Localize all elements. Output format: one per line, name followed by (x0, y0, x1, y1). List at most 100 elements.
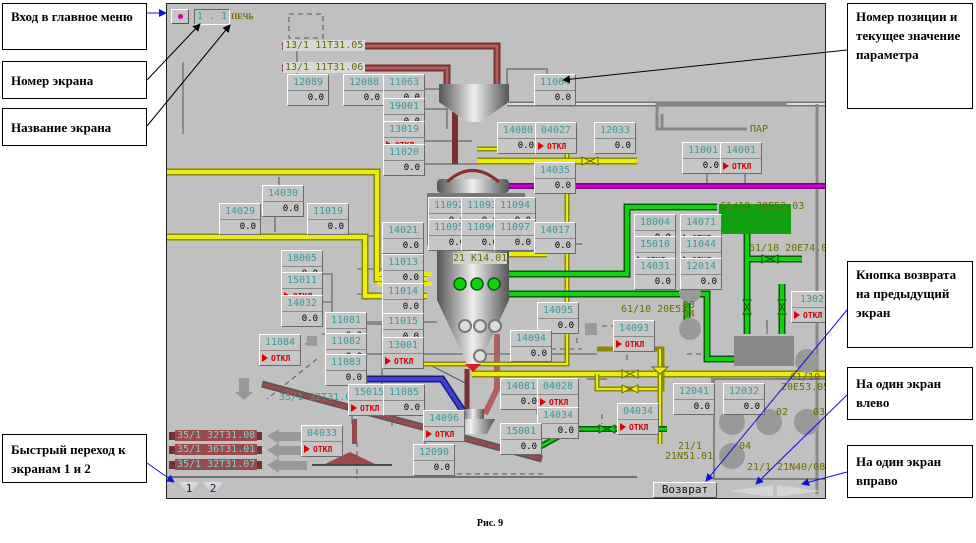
tag-value: 0.0 (702, 161, 719, 171)
tag-value: 0.0 (448, 238, 465, 248)
back-button[interactable]: Возврат (653, 482, 717, 498)
prev-screen-button[interactable] (729, 485, 773, 497)
tag-alarm-status: ОТКЛ (792, 308, 825, 323)
tag-11064[interactable]: 11064 0.0 (534, 74, 576, 106)
tag-id: 14031 (635, 259, 675, 275)
callout-screen-name: Название экрана (2, 108, 147, 146)
conveyor-main-label: 35/1 32T31.01 (279, 392, 358, 403)
tag-value: 0.0 (481, 238, 498, 248)
n40-04-label: 04 (739, 441, 752, 452)
tag-12088[interactable]: 12088 0.0 (343, 74, 385, 106)
tag-14031[interactable]: 14031 0.0 (634, 258, 676, 290)
tag-value: 0.0 (517, 141, 534, 151)
tag-id: 11093 (462, 198, 502, 214)
tag-id: 04033 (302, 426, 342, 442)
tag-id: 15011 (282, 273, 322, 289)
tag-id: 14029 (220, 204, 260, 220)
next-screen-button[interactable] (777, 485, 821, 497)
tag-id: 11013 (383, 255, 423, 271)
tag-value: 0.0 (554, 181, 571, 191)
tag-id: 04027 (536, 123, 576, 139)
tag-11013[interactable]: 11013 0.0 (382, 254, 424, 286)
tag-value: 0.0 (307, 93, 324, 103)
tag-id: 1302 (792, 292, 825, 308)
tag-value: 0.0 (520, 442, 537, 452)
pipe-label-top2: 13/1 11T31.06 (283, 62, 366, 73)
tank-e53-05-box (734, 336, 794, 366)
tag-value: 0.0 (363, 93, 380, 103)
tag-alarm-status: ОТКЛ (260, 351, 300, 366)
process-diagram (167, 13, 825, 499)
tag-14029[interactable]: 14029 0.0 (219, 203, 261, 235)
tag-value: 0.0 (554, 93, 571, 103)
tag-value: 0.0 (614, 141, 631, 151)
tag-id: 18005 (282, 251, 322, 267)
conv-out1-label: 35/1 32T31.08 (175, 430, 258, 441)
steam-pipe (660, 114, 747, 131)
tag-id: 19001 (384, 99, 424, 115)
tank-e74-label: 61/10 20E74.01 (749, 243, 826, 254)
tag-alarm-status: ОТКЛ (349, 401, 389, 416)
tag-id: 11064 (535, 75, 575, 91)
main-menu-button[interactable] (171, 9, 189, 24)
tag-12014[interactable]: 12014 0.0 (680, 258, 722, 290)
tag-id: 13001 (383, 338, 423, 354)
tag-alarm-status: ОТКЛ (538, 395, 578, 410)
furnace-label: 21 K14.01 (453, 253, 508, 264)
figure-caption: Рис. 9 (476, 518, 504, 529)
cyclone (462, 409, 484, 419)
n51-label-a: 21/1 (678, 441, 703, 452)
tank-e53-05 (795, 349, 819, 373)
tank-e53-sub2: 04 (683, 309, 696, 320)
screen-name: ПЕЧЬ (231, 12, 254, 21)
tag-value: 0.0 (700, 277, 717, 287)
tag-value: 0.0 (402, 273, 419, 283)
tag-id: 11083 (326, 355, 366, 371)
tag-value: 0.0 (654, 277, 671, 287)
tag-id: 11092 (429, 198, 469, 214)
tag-id: 14071 (681, 215, 721, 231)
tag-id: 12014 (681, 259, 721, 275)
tag-id: 12090 (414, 445, 454, 461)
tag-value: 0.0 (530, 349, 547, 359)
callout-screen-number: Номер экрана (2, 61, 147, 99)
tag-id: 12088 (344, 75, 384, 91)
tag-value: 0.0 (554, 241, 571, 251)
tag-id: 11019 (308, 204, 348, 220)
tag-value: 0.0 (239, 222, 256, 232)
tag-value: 0.0 (520, 397, 537, 407)
